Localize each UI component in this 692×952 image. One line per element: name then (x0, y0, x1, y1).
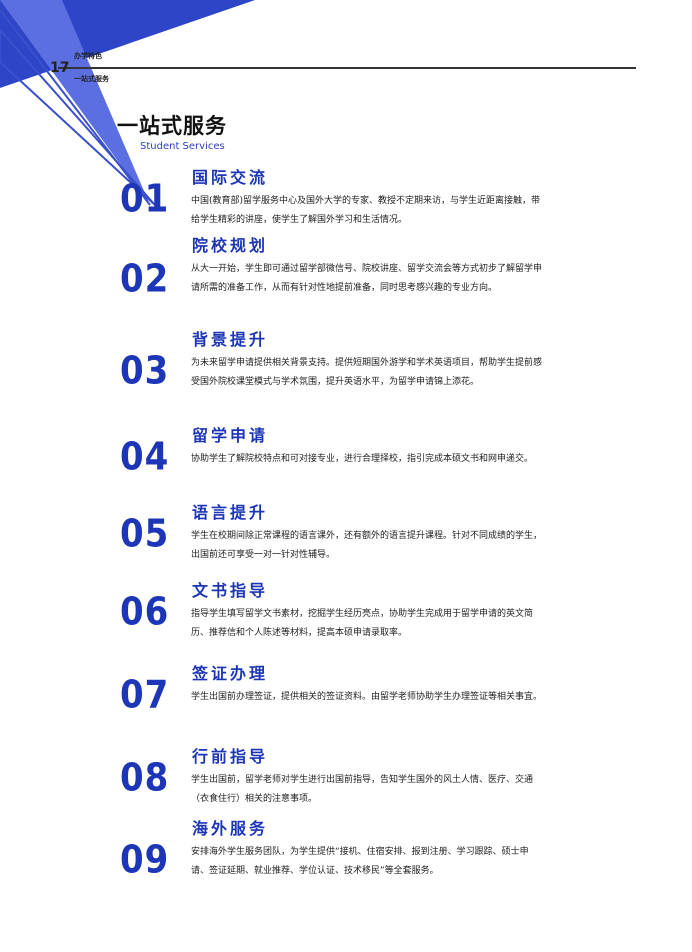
item-title: 语言提升 (192, 503, 269, 522)
item-number: 05 (120, 511, 170, 557)
dark-triangle (0, 0, 255, 88)
header-rule (58, 67, 636, 69)
item-number: 01 (120, 176, 170, 222)
item-description: 协助学生了解院校特点和可对接专业，进行合理择校，指引完成本硕文书和网申递交。 (191, 454, 534, 464)
section-label: 办学特色 (74, 52, 102, 60)
item-number: 06 (120, 589, 170, 635)
item-number: 03 (120, 348, 170, 394)
item-description: 指导学生填写留学文书素材，挖掘学生经历亮点，协助学生完成用于留学申请的英文简历、… (191, 609, 534, 638)
item-description: 从大一开始，学生即可通过留学部微信号、院校讲座、留学交流会等方式初步了解留学申请… (191, 264, 543, 293)
item-number: 04 (120, 434, 170, 480)
item-title: 留学申请 (192, 426, 269, 445)
page-subtitle: Student Services (140, 141, 225, 152)
item-description: 学生出国前办理签证，提供相关的签证资料。由留学老师协助学生办理签证等相关事宜。 (191, 692, 543, 702)
item-description: 学生出国前，留学老师对学生进行出国前指导，告知学生国外的风土人情、医疗、交通 （… (191, 775, 534, 804)
item-number: 09 (120, 837, 170, 883)
light-triangle (0, 0, 150, 205)
item-title: 签证办理 (192, 664, 269, 683)
item-title: 海外服务 (192, 819, 269, 838)
item-title: 行前指导 (192, 747, 269, 766)
page-title: 一站式服务 (117, 114, 227, 138)
item-description: 中国(教育部)留学服务中心及国外大学的专家、教授不定期来访，与学生近距离接触，带… (191, 196, 541, 225)
item-description: 为未来留学申请提供相关背景支持。提供短期国外游学和学术英语项目，帮助学生提前感受… (191, 358, 543, 387)
item-title: 国际交流 (192, 168, 269, 187)
item-description: 学生在校期间除正常课程的语言课外，还有额外的语言提升课程。针对不同成绩的学生，出… (191, 531, 543, 560)
item-title: 文书指导 (192, 581, 269, 600)
item-number: 02 (120, 256, 170, 302)
diagonal-line (0, 9, 151, 206)
item-number: 07 (120, 672, 170, 718)
page-number: 17 (50, 60, 70, 76)
item-description: 安排海外学生服务团队，为学生提供“接机、住宿安排、报到注册、学习跟踪、硕士申请、… (191, 847, 529, 876)
item-number: 08 (120, 755, 170, 801)
subsection-label: 一站式服务 (74, 75, 109, 83)
item-title: 背景提升 (192, 330, 269, 349)
item-title: 院校规划 (192, 236, 269, 255)
